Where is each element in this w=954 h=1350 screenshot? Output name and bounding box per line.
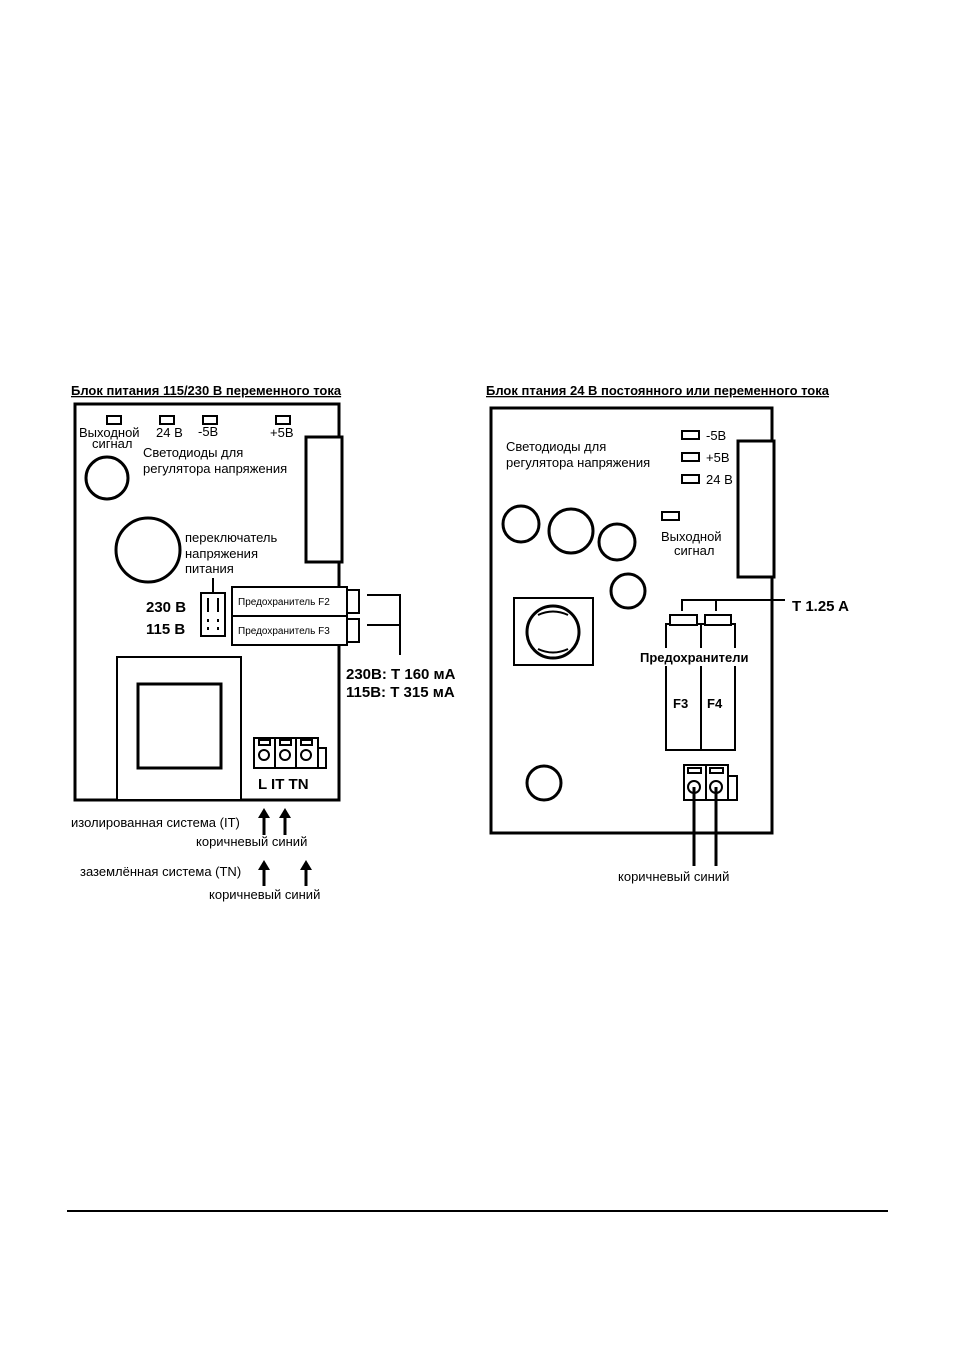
fuse-f3-cap [346, 618, 360, 643]
terminal-labels: L IT TN [258, 776, 309, 793]
terminal-it [279, 749, 291, 761]
rectifier-ring [525, 604, 581, 660]
it-system-label: изолированная система (IT) [71, 815, 240, 830]
terminal-screw-slot-tn [300, 739, 313, 746]
arrow-tn-blue-head [300, 860, 312, 870]
right-component-circle-1 [501, 504, 541, 544]
right-terminal-slot-1 [687, 767, 702, 774]
switch-label-2: напряжения [185, 546, 258, 561]
fuse-f2-label: Предохранитель F2 [238, 597, 330, 608]
right-led-plus5-label: +5В [706, 450, 730, 465]
component-circle-small [84, 455, 130, 501]
switch-label-3: питания [185, 561, 234, 576]
right-led-24v-label: 24 В [706, 472, 733, 487]
right-component-circle-4 [609, 572, 647, 610]
led-plus5 [275, 415, 291, 425]
right-led-output [661, 511, 680, 521]
led-output-label-2: сигнал [92, 436, 133, 451]
terminal-tn [300, 749, 312, 761]
component-circle-large [114, 516, 182, 584]
right-led-minus5 [681, 430, 700, 440]
led-24v [159, 415, 175, 425]
led-24v-label: 24 В [156, 425, 183, 440]
fuse-rating-115: 115В: Т 315 мА [346, 684, 455, 701]
fuse-f2-cap [346, 589, 360, 614]
led-output [106, 415, 122, 425]
left-board-title: Блок питания 115/230 В переменного тока [71, 383, 342, 398]
arrow-tn-brown-head [258, 860, 270, 870]
right-led-plus5 [681, 452, 700, 462]
right-side-connector [736, 439, 776, 579]
right-regulator-label-1: Светодиоды для [506, 439, 606, 454]
tn-wires-label: коричневый синий [209, 887, 320, 902]
regulator-label-2: регулятора напряжения [143, 461, 287, 476]
voltage-switch [200, 592, 226, 637]
led-minus5-label: -5В [198, 424, 218, 439]
fuse-f3-id: F3 [673, 696, 688, 711]
fuse-rating-230: 230В: Т 160 мА [346, 666, 456, 683]
terminal-latch [317, 747, 327, 769]
fuse-f3-label: Предохранитель F3 [238, 626, 330, 637]
fuse-f4-id: F4 [707, 696, 723, 711]
rectifier-arc-bottom [537, 648, 569, 654]
it-wires-label: коричневый синий [196, 834, 307, 849]
terminal-l [258, 749, 270, 761]
right-component-circle-5 [525, 764, 563, 802]
fuse-holder-f4 [700, 623, 736, 751]
right-led-minus5-label: -5В [706, 428, 726, 443]
fuse-holder-f3 [665, 623, 702, 751]
terminal-screw-slot-l [258, 739, 271, 746]
fuse-bracket-top [367, 594, 401, 655]
right-fuse-rating: T 1.25 A [792, 598, 849, 615]
right-terminal-latch [727, 775, 738, 801]
right-terminal-slot-2 [709, 767, 724, 774]
voltage-115-label: 115 В [146, 621, 185, 638]
rectifier-arc-top [537, 610, 569, 616]
right-led-24v [681, 474, 700, 484]
right-output-label-1: Выходной [661, 529, 722, 544]
led-output-label-1: Выходной [79, 425, 140, 440]
right-board-title: Блок птания 24 В постоянного или перемен… [486, 383, 830, 398]
fuse-holder-f4-cap [704, 614, 732, 626]
led-plus5-label: +5В [270, 425, 294, 440]
side-connector [304, 435, 344, 564]
right-fuse-bracket [681, 599, 785, 611]
right-wires-label: коричневый синий [618, 869, 729, 884]
regulator-label-1: Светодиоды для [143, 445, 243, 460]
right-regulator-label-2: регулятора напряжения [506, 455, 650, 470]
transformer-core [136, 682, 223, 770]
voltage-230-label: 230 В [146, 599, 186, 616]
switch-label-1: переключатель [185, 530, 278, 545]
led-minus5 [202, 415, 218, 425]
right-component-circle-2 [547, 507, 595, 555]
fuse-f3 [231, 615, 348, 646]
arrow-it-blue-head [279, 808, 291, 818]
right-component-circle-3 [597, 522, 637, 562]
fuses-label-bg [638, 648, 766, 666]
fuse-holder-f3-cap [669, 614, 698, 626]
arrow-it-brown-head [258, 808, 270, 818]
tn-system-label: заземлённая система (TN) [80, 864, 241, 879]
terminal-screw-slot-it [279, 739, 292, 746]
fuses-label: Предохранители [640, 650, 748, 665]
right-output-label-2: сигнал [674, 543, 715, 558]
